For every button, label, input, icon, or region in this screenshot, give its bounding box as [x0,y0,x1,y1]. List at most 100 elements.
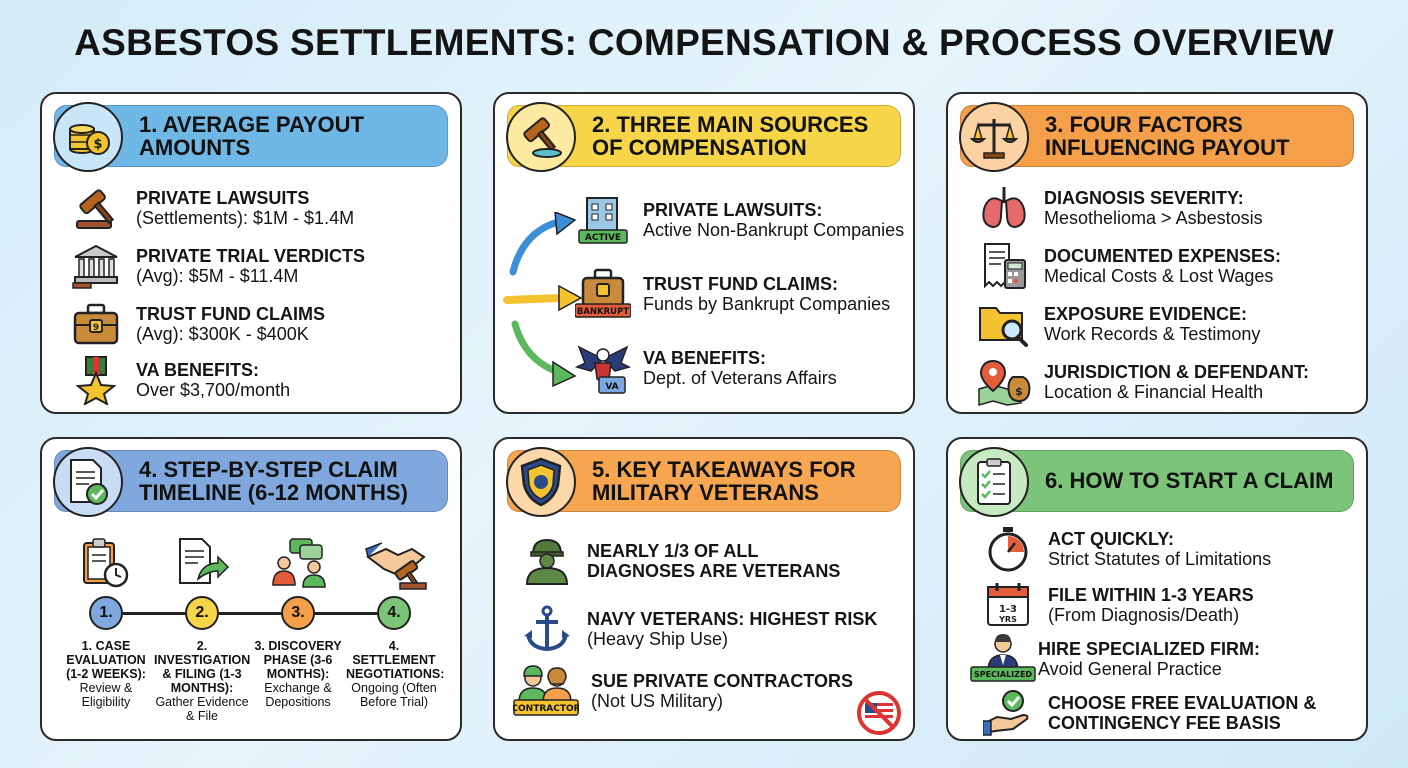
badge-contractor: CONTRACTOR [513,704,579,714]
item-detail: (Not US Military) [591,691,724,711]
card-veteran-takeaways: 5. KEY TAKEAWAYS FOR MILITARY VETERANS N… [493,437,915,741]
card-compensation-sources: 2. THREE MAIN SOURCES OF COMPENSATION AC… [493,92,915,414]
clipboard-clock-icon [80,537,130,594]
item-title: DIAGNOSIS SEVERITY: [1044,187,1244,208]
item-title: TRUST FUND CLAIMS: [643,273,838,294]
card-average-payout: $ 1. AVERAGE PAYOUT AMOUNTS PRIVATE LAWS… [40,92,462,414]
item-title: VA BENEFITS: [643,347,767,368]
svg-text:$: $ [1015,385,1023,398]
step-title: 4. SETTLEMENT NEGOTIATIONS: [346,639,445,681]
no-us-flag-icon [855,689,903,742]
item-detail: (Avg): $300K - $400K [136,324,309,344]
card-header: $ 1. AVERAGE PAYOUT AMOUNTS [53,102,448,172]
lungs-icon [976,182,1032,234]
item-title: CHOOSE FREE EVALUATION & CONTINGENCY FEE… [1048,692,1317,733]
scales-icon [959,102,1029,172]
item-detail: (From Diagnosis/Death) [1048,605,1240,625]
lawyer-icon: SPECIALIZED [970,633,1036,685]
svg-text:YRS: YRS [998,615,1017,624]
timeline-step-marker: 1. [89,596,123,630]
timeline-step-marker: 3. [281,596,315,630]
briefcase-icon: BANKRUPT [575,268,631,320]
receipt-calculator-icon [976,240,1032,292]
card-header: 6. HOW TO START A CLAIM [959,447,1354,517]
card-header: 4. STEP-BY-STEP CLAIM TIMELINE (6-12 MON… [53,447,448,517]
soldier-icon [519,535,575,587]
svg-text:1-3: 1-3 [999,604,1017,615]
item-detail: (Settlements): $1M - $1.4M [136,208,355,228]
card-header-title: 1. AVERAGE PAYOUT AMOUNTS [139,111,364,160]
svg-text:$: $ [93,137,102,152]
page-title: ASBESTOS SETTLEMENTS: COMPENSATION & PRO… [74,22,1334,63]
timeline-step: 1. CASE EVALUATION (1-2 WEEKS): Review &… [58,639,154,709]
list-item: PRIVATE LAWSUITS (Settlements): $1M - $1… [68,182,354,234]
timeline-step: 3. DISCOVERY PHASE (3-6 MONTHS): Exchang… [250,639,346,709]
card-header-title: 4. STEP-BY-STEP CLAIM TIMELINE (6-12 MON… [139,456,408,505]
hand-check-icon [980,687,1036,739]
eagle-icon: VA [575,342,631,394]
document-arrow-icon [176,537,230,594]
item-title: SUE PRIVATE CONTRACTORS [591,670,854,691]
item-title: FILE WITHIN 1-3 YEARS [1048,584,1254,605]
gavel-icon [506,102,576,172]
item-title: TRUST FUND CLAIMS [136,303,325,324]
item-title: EXPOSURE EVIDENCE: [1044,303,1248,324]
item-title: PRIVATE LAWSUITS: [643,199,823,220]
svg-text:9: 9 [93,323,99,333]
courthouse-icon [68,240,124,292]
item-detail: Mesothelioma > Asbestosis [1044,208,1263,228]
card-header-title: 2. THREE MAIN SOURCES OF COMPENSATION [592,111,869,160]
item-detail: Location & Financial Health [1044,382,1264,402]
coin-stack-icon: $ [53,102,123,172]
list-item: NAVY VETERANS: HIGHEST RISK (Heavy Ship … [519,603,877,655]
item-detail: Work Records & Testimony [1044,324,1261,344]
item-detail: Over $3,700/month [136,380,291,400]
item-detail: Active Non-Bankrupt Companies [643,220,905,240]
item-title: JURISDICTION & DEFENDANT: [1044,361,1310,382]
list-item: 1-3 YRS FILE WITHIN 1-3 YEARS (From Diag… [980,579,1254,631]
item-detail: Avoid General Practice [1038,659,1222,679]
calendar-icon: 1-3 YRS [980,579,1036,631]
card-payout-factors: 3. FOUR FACTORS INFLUENCING PAYOUT DIAGN… [946,92,1368,414]
card-claim-timeline: 4. STEP-BY-STEP CLAIM TIMELINE (6-12 MON… [40,437,462,741]
briefcase-icon: 9 [68,298,124,350]
card-header: 2. THREE MAIN SOURCES OF COMPENSATION [506,102,901,172]
folder-magnifier-icon [976,298,1032,350]
list-item: $ JURISDICTION & DEFENDANT: Location & F… [976,356,1309,408]
list-item: ACTIVE PRIVATE LAWSUITS: Active Non-Bank… [575,194,904,246]
checklist-icon [959,447,1029,517]
item-detail: Strict Statutes of Limitations [1048,549,1272,569]
list-item: VA VA BENEFITS: Dept. of Veterans Affair… [575,342,837,394]
list-item: 9 TRUST FUND CLAIMS (Avg): $300K - $400K [68,298,325,350]
item-detail: Dept. of Veterans Affairs [643,368,837,388]
badge-specialized: SPECIALIZED [974,670,1032,679]
item-detail: (Avg): $5M - $11.4M [136,266,299,286]
shield-icon [506,447,576,517]
list-item: PRIVATE TRIAL VERDICTS (Avg): $5M - $11.… [68,240,365,292]
timeline-step: 2. INVESTIGATION & FILING (1-3 MONTHS): … [154,639,250,723]
step-detail: Ongoing (Often Before Trial) [351,681,437,709]
item-detail: Funds by Bankrupt Companies [643,294,891,314]
list-item: DIAGNOSIS SEVERITY: Mesothelioma > Asbes… [976,182,1263,234]
list-item: DOCUMENTED EXPENSES: Medical Costs & Los… [976,240,1281,292]
step-detail: Gather Evidence & File [155,695,249,723]
item-title: PRIVATE TRIAL VERDICTS [136,245,366,266]
item-title: HIRE SPECIALIZED FIRM: [1038,638,1261,659]
item-title: DOCUMENTED EXPENSES: [1044,245,1282,266]
timeline-line [106,612,396,615]
timeline-step-marker: 4. [377,596,411,630]
step-title: 2. INVESTIGATION & FILING (1-3 MONTHS): [154,639,251,695]
card-start-claim: 6. HOW TO START A CLAIM ACT QUICKLY: Str… [946,437,1368,741]
people-chat-icon [270,537,330,594]
badge-bankrupt: BANKRUPT [577,307,629,317]
card-header-title: 5. KEY TAKEAWAYS FOR MILITARY VETERANS [592,456,856,505]
step-title: 3. DISCOVERY PHASE (3-6 MONTHS): [254,639,342,681]
medal-icon [68,354,124,406]
step-detail: Review & Eligibility [79,681,133,709]
step-detail: Exchange & Depositions [264,681,332,709]
list-item: CONTRACTOR SUE PRIVATE CONTRACTORS (Not … [513,665,853,717]
flow-arrows [503,212,583,388]
contractors-icon: CONTRACTOR [513,665,579,717]
item-title: NAVY VETERANS: HIGHEST RISK [587,608,878,629]
badge-va: VA [605,382,618,392]
